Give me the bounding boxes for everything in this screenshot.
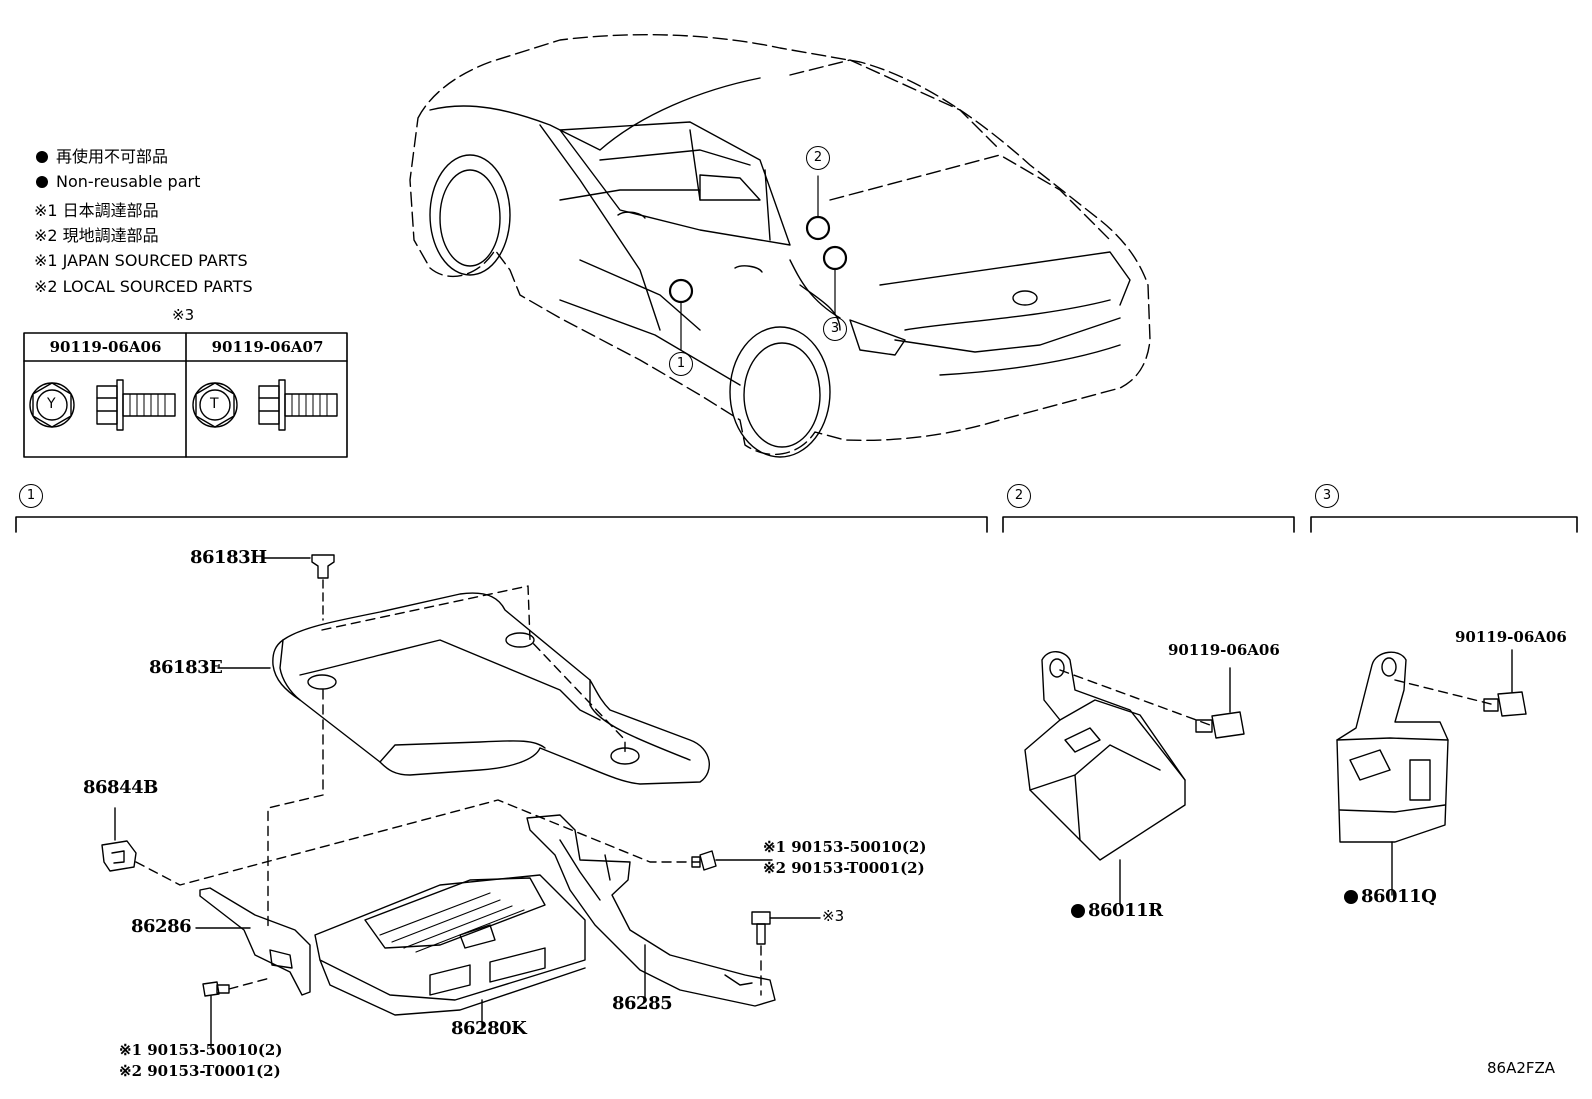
bolt-table-note: ※3 xyxy=(172,306,195,324)
screw-label-top-local: ※2 90153-T0001(2) xyxy=(763,859,925,877)
legend-nonreusable-en: Non-reusable part xyxy=(36,174,200,190)
section-callout-3: 3 xyxy=(1315,484,1339,508)
part-label-86183H: 86183H xyxy=(190,547,267,568)
legend-japan-sourced-en: ※1 JAPAN SOURCED PARTS xyxy=(34,251,248,270)
legend-local-sourced-ja: ※2 現地調達部品 xyxy=(34,226,159,245)
screw-label-bottom-japan: ※1 90153-50010(2) xyxy=(119,1041,283,1059)
car-callout-3: 3 xyxy=(823,317,847,341)
part-label-86011R: 86011R xyxy=(1088,900,1163,921)
legend-local-sourced-en: ※2 LOCAL SOURCED PARTS xyxy=(34,277,253,296)
section2-drawings xyxy=(1024,651,1245,906)
car-callout-2: 2 xyxy=(806,146,830,170)
section3-drawings xyxy=(1336,649,1527,896)
bullet-icon xyxy=(36,151,48,163)
section-callout-1: 1 xyxy=(19,484,43,508)
section1-drawings xyxy=(101,554,821,1049)
part-label-86183E: 86183E xyxy=(149,657,223,678)
bolt-table-frame xyxy=(23,332,348,458)
part-label-86286: 86286 xyxy=(131,916,192,937)
car-illustration xyxy=(409,34,1151,458)
diagram-code: 86A2FZA xyxy=(1487,1059,1556,1077)
part-label-86011Q: 86011Q xyxy=(1361,886,1437,907)
bolt-table-drawings xyxy=(29,379,338,431)
screw-ref-3: ※3 xyxy=(822,907,845,925)
bolt-label-86011Q: 90119-06A06 xyxy=(1455,628,1567,646)
car-callout-1: 1 xyxy=(669,352,693,376)
car-callout-markers xyxy=(668,175,848,351)
screw-label-bottom-local: ※2 90153-T0001(2) xyxy=(119,1062,281,1080)
bullet-icon xyxy=(36,176,48,188)
screw-label-top-japan: ※1 90153-50010(2) xyxy=(763,838,927,856)
part-label-86844B: 86844B xyxy=(83,777,158,798)
bolt-mark-t: T xyxy=(210,396,219,412)
section-brackets xyxy=(15,516,1578,533)
section-callout-2: 2 xyxy=(1007,484,1031,508)
part-label-86285: 86285 xyxy=(612,993,673,1014)
legend-japan-sourced-ja: ※1 日本調達部品 xyxy=(34,201,159,220)
non-reusable-dots xyxy=(1071,890,1358,918)
bolt-table-col2: 90119-06A07 xyxy=(211,338,324,356)
bolt-mark-y: Y xyxy=(47,396,56,412)
bolt-table-col1: 90119-06A06 xyxy=(49,338,162,356)
bolt-label-86011R: 90119-06A06 xyxy=(1168,641,1280,659)
part-label-86280K: 86280K xyxy=(451,1018,527,1039)
legend-nonreusable-ja: 再使用不可部品 xyxy=(36,149,168,165)
